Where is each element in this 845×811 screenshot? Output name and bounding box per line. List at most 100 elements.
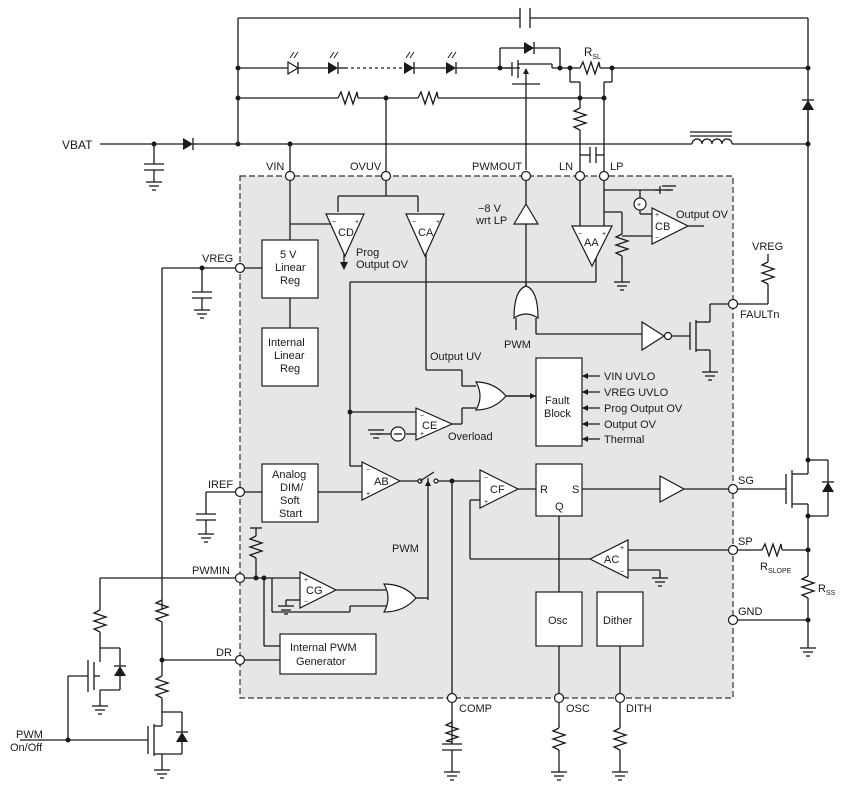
svg-text:CF: CF: [490, 484, 505, 496]
svg-text:Start: Start: [279, 508, 302, 520]
svg-text:−: −: [366, 467, 370, 474]
pin-osc: [553, 692, 565, 704]
fault-inputs: [582, 373, 600, 442]
pin-dith-label: DITH: [626, 703, 652, 715]
svg-text:−: −: [412, 219, 416, 226]
minus8v-label: −8 V: [478, 203, 502, 215]
svg-text:Generator: Generator: [296, 656, 346, 668]
pin-faultn-label: FAULTn: [740, 309, 780, 321]
svg-text:−: −: [420, 413, 424, 420]
pin-ln-label: LN: [559, 161, 573, 173]
pwm-onoff-label-1: PWM: [16, 729, 43, 741]
svg-text:AA: AA: [584, 237, 599, 249]
svg-text:+: +: [637, 202, 641, 209]
fault-block: [535, 357, 583, 447]
fault-input-vreg-uvlo: VREG UVLO: [604, 387, 669, 399]
svg-text:+: +: [366, 491, 370, 498]
svg-text:Internal: Internal: [268, 337, 305, 349]
pin-iref-label: IREF: [208, 479, 233, 491]
svg-text:CE: CE: [422, 420, 437, 432]
rsl-label: RSL: [584, 47, 601, 61]
svg-text:Dither: Dither: [603, 615, 633, 627]
pin-osc-label: OSC: [566, 703, 590, 715]
svg-text:+: +: [420, 431, 424, 438]
pin-vreg-label: VREG: [202, 253, 233, 265]
svg-text:AC: AC: [604, 554, 619, 566]
led-3-icon: [404, 51, 415, 74]
svg-text:−: −: [620, 569, 624, 576]
prog-ov-label-1: Prog: [356, 247, 379, 259]
amp-ce: − + CE: [415, 407, 454, 441]
svg-text:CG: CG: [306, 585, 323, 597]
output-ov-label: Output OV: [676, 209, 729, 221]
svg-text:CA: CA: [418, 227, 434, 239]
svg-text:+: +: [602, 231, 606, 238]
led-2-icon: [328, 51, 339, 74]
ce-ref-source-icon: [368, 426, 416, 442]
svg-text:Osc: Osc: [548, 615, 568, 627]
pin-pwmin: [234, 572, 246, 584]
pin-vreg: [234, 262, 246, 274]
prog-ov-label-2: Output OV: [356, 259, 409, 271]
svg-text:CD: CD: [338, 227, 354, 239]
faultn-inverter: [641, 320, 690, 352]
pin-ovuv-label: OVUV: [350, 161, 382, 173]
svg-text:+: +: [436, 219, 440, 226]
fault-input-vin-uvlo: VIN UVLO: [604, 371, 656, 383]
block-osc: [535, 591, 583, 647]
svg-text:Q: Q: [555, 501, 564, 513]
svg-text:Reg: Reg: [280, 275, 300, 287]
pin-pwmout-label: PWMOUT: [472, 161, 522, 173]
output-diode-icon: [802, 99, 814, 110]
pin-sg: [727, 483, 739, 495]
amp-cb: + − CB: [651, 207, 690, 245]
svg-text:−: −: [655, 235, 659, 242]
output-uv-label: Output UV: [430, 351, 482, 363]
svg-text:5 V: 5 V: [280, 249, 297, 261]
overload-label: Overload: [448, 431, 493, 443]
or-gate-pwm-select: [382, 583, 417, 613]
fault-input-output-ov: Output OV: [604, 419, 657, 431]
pin-dr: [234, 654, 246, 666]
pin-iref: [234, 486, 246, 498]
pin-ln: [574, 170, 586, 182]
faultn-nmos-icon: [689, 303, 728, 381]
svg-text:+: +: [620, 545, 624, 552]
svg-text:−: −: [484, 475, 488, 482]
amp-cd: −+ CD: [325, 213, 365, 258]
led-1-icon: [287, 51, 300, 76]
pin-sp: [727, 544, 739, 556]
pwm-mux-label: PWM: [392, 543, 419, 555]
pin-lp: [598, 170, 610, 182]
fault-input-prog-output-ov: Prog Output OV: [604, 403, 683, 415]
svg-text:+: +: [304, 577, 308, 584]
block-5v-linear-reg: [261, 239, 319, 299]
pin-vin-label: VIN: [266, 161, 284, 173]
vbat-diode-icon: [183, 138, 194, 150]
svg-text:−: −: [304, 599, 308, 606]
svg-text:Soft: Soft: [280, 495, 300, 507]
svg-text:Linear: Linear: [274, 350, 305, 362]
pwm-gate-label: PWM: [504, 339, 531, 351]
svg-text:+: +: [655, 212, 659, 219]
wrtlp-label: wrt LP: [475, 215, 507, 227]
amp-aa: − + AA: [571, 225, 613, 268]
pin-sp-label: SP: [738, 536, 753, 548]
svg-text:−: −: [332, 219, 336, 226]
svg-text:CB: CB: [655, 221, 670, 233]
svg-text:−: −: [578, 231, 582, 238]
pin-gnd: [727, 614, 739, 626]
pin-faultn: [727, 298, 739, 310]
power-nmos-icon: [785, 459, 834, 550]
amp-cf: −+ CF: [479, 469, 520, 509]
svg-text:Reg: Reg: [280, 363, 300, 375]
or-gate-pwm: [513, 285, 539, 320]
amp-ac: + − AC: [588, 539, 629, 579]
rss-label: RSS: [818, 583, 836, 597]
block-analog-dim: [261, 463, 319, 523]
pin-comp-label: COMP: [459, 703, 492, 715]
block-dither: [596, 591, 644, 647]
pin-comp: [446, 692, 458, 704]
fault-block-label-2: Block: [544, 408, 571, 420]
